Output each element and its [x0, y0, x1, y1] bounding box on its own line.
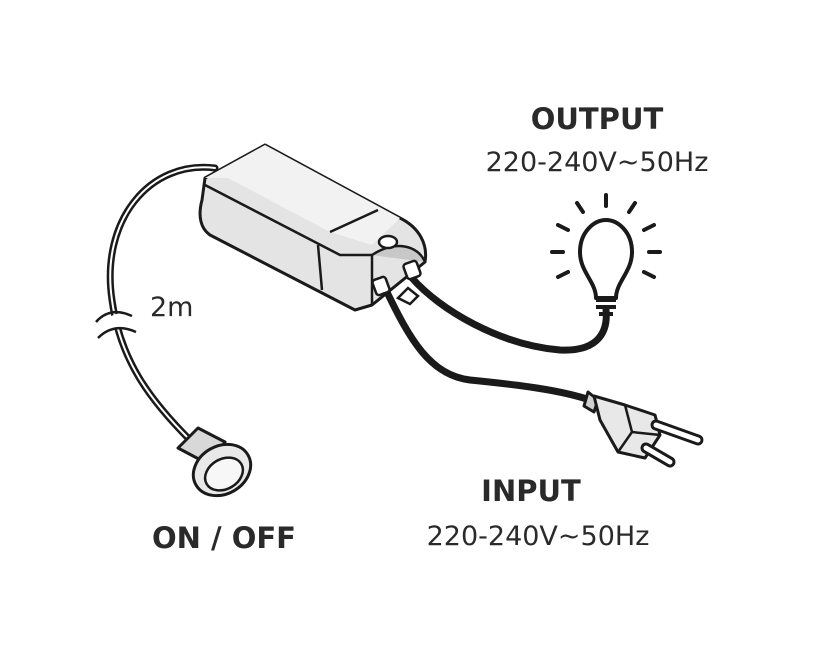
push-button-switch-icon [176, 426, 253, 498]
output-cable [408, 274, 610, 354]
cable-length-label: 2m [150, 292, 193, 323]
output-title: OUTPUT [531, 102, 664, 136]
output-spec: 220-240V~50Hz [486, 147, 709, 178]
switch-label: ON / OFF [152, 521, 296, 555]
input-title: INPUT [481, 474, 581, 508]
input-cable [382, 286, 594, 404]
input-spec: 220-240V~50Hz [427, 521, 650, 552]
euro-plug-icon [582, 390, 704, 468]
driver-box-icon [198, 143, 428, 312]
cable-break-mark [93, 308, 137, 339]
light-bulb-icon [550, 193, 662, 316]
